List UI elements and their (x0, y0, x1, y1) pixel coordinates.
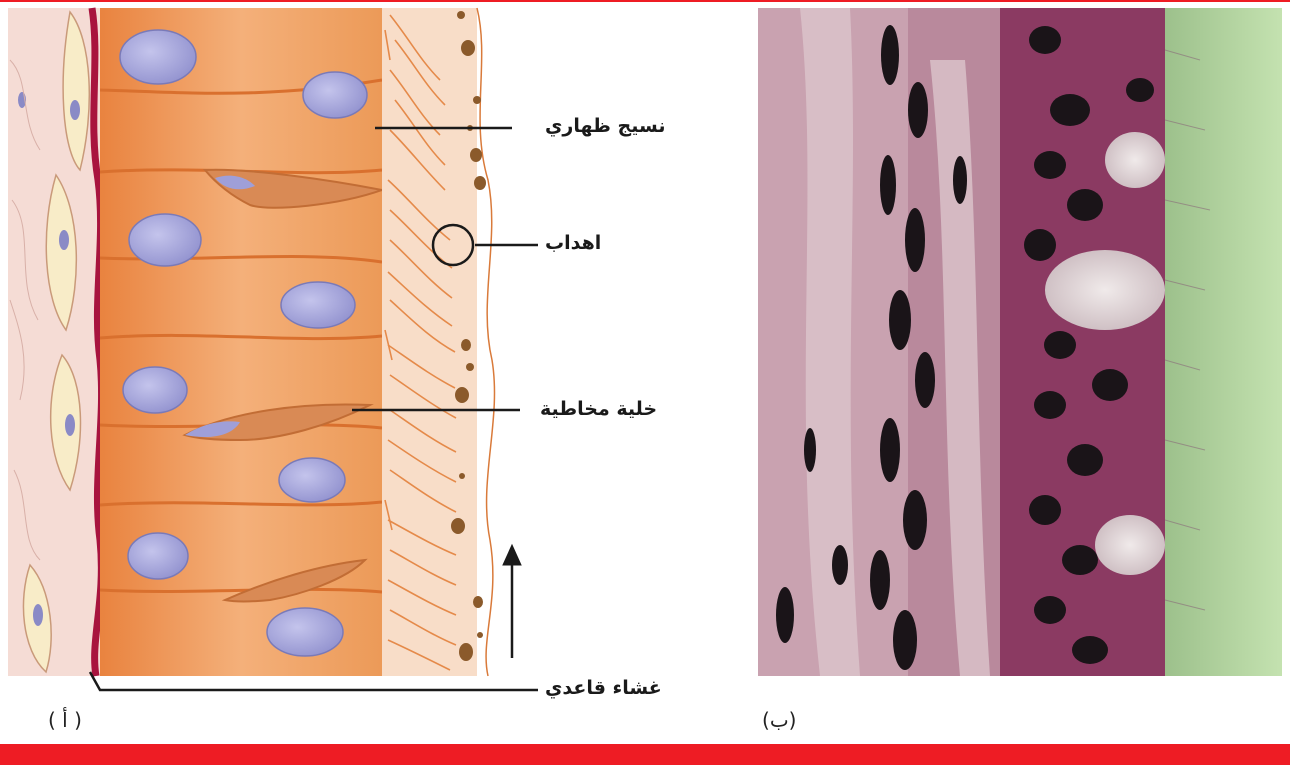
bottom-accent-bar (0, 744, 1290, 765)
panel-b-micrograph (758, 8, 1282, 676)
label-cilia: اهداب (545, 232, 601, 254)
up-arrow-icon (503, 545, 521, 658)
lumen-surface (477, 8, 495, 676)
caption-panel-b: (ب) (762, 708, 796, 732)
label-mucous-cell: خلية مخاطية (540, 398, 657, 420)
label-basement-membrane: غشاء قاعدي (545, 677, 662, 699)
panel-a-diagram (8, 8, 538, 690)
caption-panel-a: ( أ ) (48, 708, 82, 732)
label-epithelial-tissue: نسيج ظهاري (545, 115, 665, 137)
